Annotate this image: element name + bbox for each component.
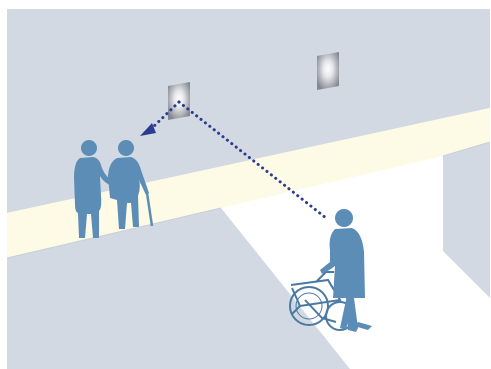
- arrow-head-icon: [140, 123, 156, 136]
- lower-left-block: [7, 208, 350, 369]
- right-block: [443, 142, 490, 298]
- wheelchair-caregiver-icon: [289, 209, 372, 332]
- signal-path: [140, 100, 328, 220]
- ceiling-sensor-icon: [317, 52, 339, 90]
- lower-left-block-edge: [6, 207, 222, 259]
- right-block-edge: [442, 141, 491, 157]
- walking-elderly-pair-icon: [74, 140, 154, 238]
